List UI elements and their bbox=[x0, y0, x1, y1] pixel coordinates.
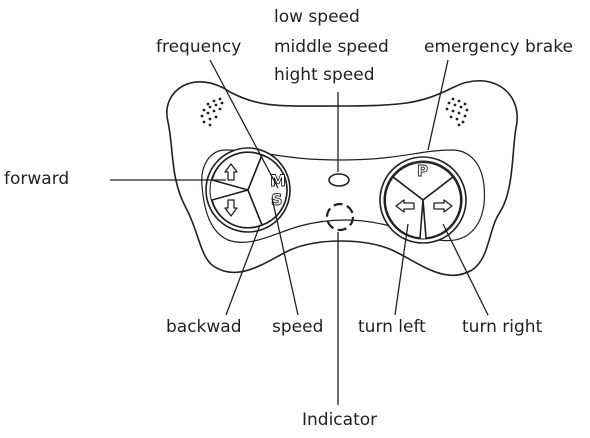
leader-turn-right bbox=[442, 223, 489, 316]
label-hight-speed: hight speed bbox=[274, 65, 375, 85]
speaker-grille-left bbox=[200, 97, 224, 127]
label-forward: forward bbox=[4, 169, 69, 189]
label-turn-right: turn right bbox=[462, 317, 543, 337]
label-low-speed: low speed bbox=[274, 7, 360, 27]
turn-right-button[interactable] bbox=[422, 175, 462, 239]
indicator-ring bbox=[325, 202, 355, 232]
label-emergency-brake: emergency brake bbox=[424, 37, 573, 57]
label-frequency: frequency bbox=[156, 37, 241, 57]
emergency-brake-button[interactable] bbox=[391, 161, 455, 202]
speaker-grille-right bbox=[445, 97, 469, 127]
label-indicator: Indicator bbox=[302, 410, 377, 430]
leader-emergency-brake bbox=[427, 59, 449, 151]
indicator-light bbox=[328, 173, 350, 187]
label-turn-left: turn left bbox=[358, 317, 426, 337]
mode-m-glyph: M bbox=[270, 171, 286, 190]
park-p-glyph: P bbox=[417, 162, 428, 180]
arrow-right-icon bbox=[433, 199, 453, 213]
turn-left-button[interactable] bbox=[384, 175, 424, 239]
speed-mode-button[interactable] bbox=[247, 153, 288, 227]
arrow-down-icon bbox=[224, 199, 238, 217]
arrow-up-icon bbox=[224, 163, 238, 181]
leader-speed bbox=[271, 197, 299, 316]
label-backwad: backwad bbox=[166, 317, 242, 337]
leader-backwad bbox=[225, 224, 261, 316]
arrow-left-icon bbox=[395, 199, 415, 213]
label-middle-speed: middle speed bbox=[274, 37, 389, 57]
leader-turn-left bbox=[394, 223, 409, 316]
leader-frequency bbox=[209, 59, 279, 189]
right-button-cluster: P bbox=[379, 156, 467, 244]
label-speed: speed bbox=[272, 317, 323, 337]
